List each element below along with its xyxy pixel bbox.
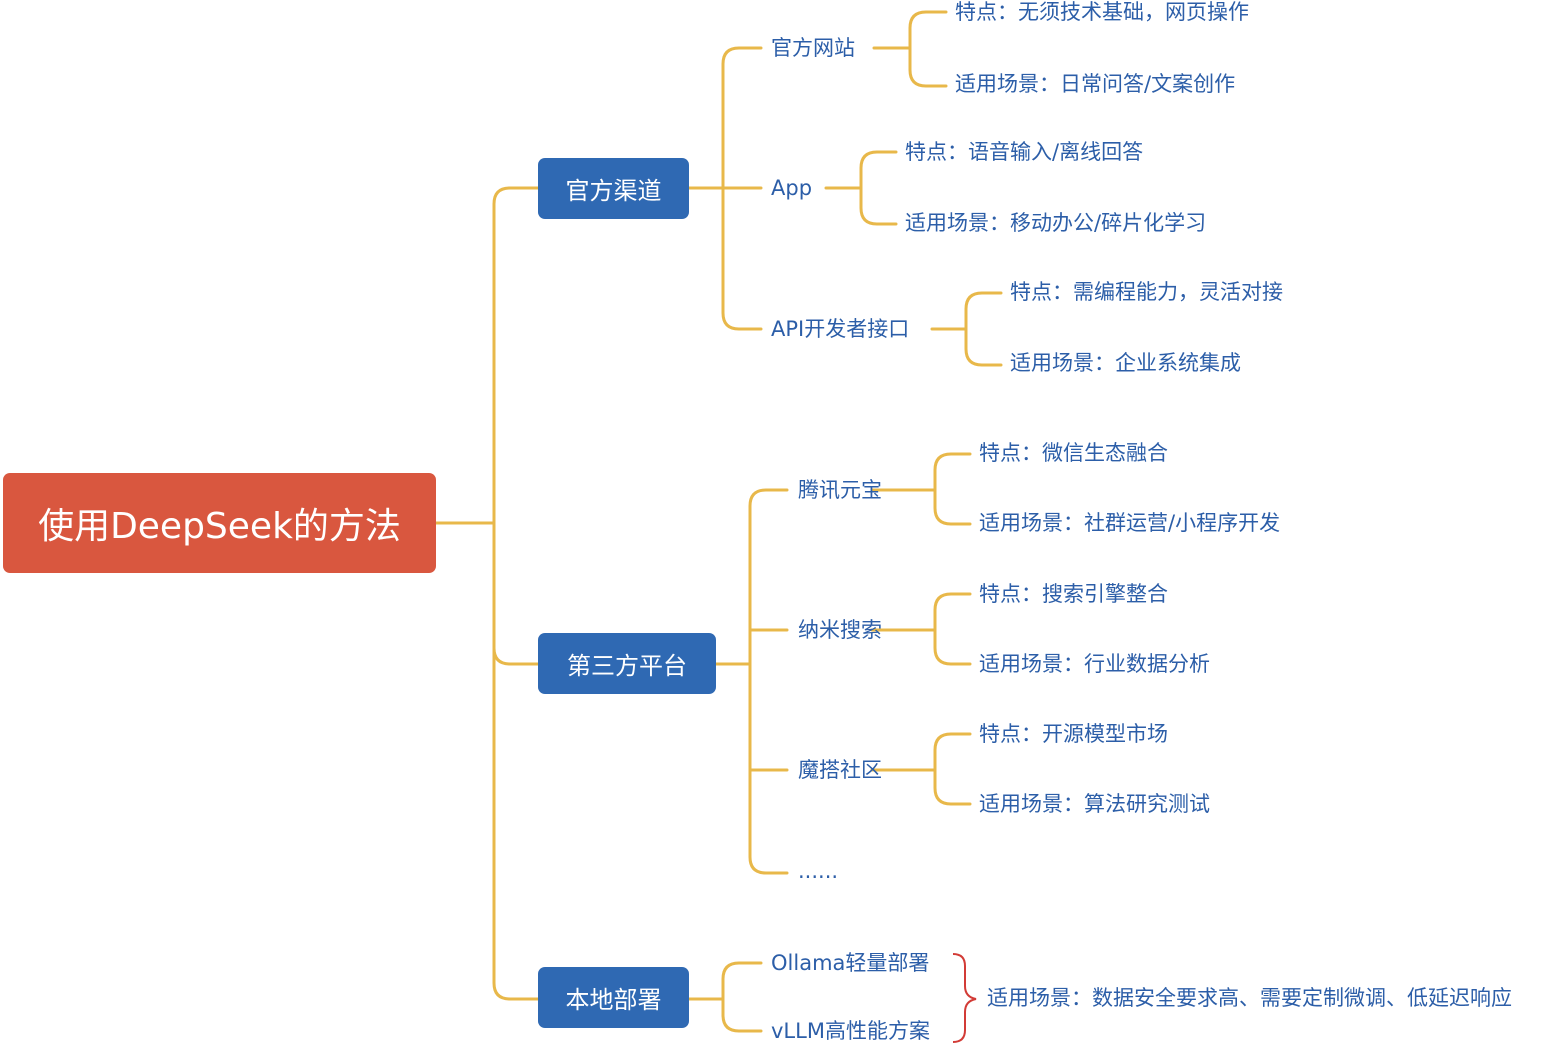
connector-tencent [870, 452, 972, 526]
detail-app-scenario: 适用场景：移动办公/碎片化学习 [905, 211, 1207, 235]
connector-website [872, 10, 948, 88]
detail-api-scenario: 适用场景：企业系统集成 [1010, 351, 1241, 375]
detail-api-feature: 特点：需编程能力，灵活对接 [1010, 280, 1283, 304]
local-summary: 适用场景：数据安全要求高、需要定制微调、低延迟响应 [987, 986, 1512, 1010]
detail-website-feature: 特点：无须技术基础，网页操作 [955, 0, 1249, 24]
detail-tencent-scenario: 适用场景：社群运营/小程序开发 [979, 511, 1281, 535]
detail-nano-scenario: 适用场景：行业数据分析 [979, 652, 1210, 676]
connector-official [687, 46, 763, 331]
detail-nano-feature: 特点：搜索引擎整合 [979, 582, 1168, 606]
category-local: 本地部署 [538, 967, 689, 1028]
root-node: 使用DeepSeek的方法 [3, 473, 436, 573]
connector-app [824, 150, 898, 226]
category-official: 官方渠道 [538, 158, 689, 219]
connector-local [687, 961, 763, 1033]
node-app: App [771, 176, 813, 200]
detail-website-scenario: 适用场景：日常问答/文案创作 [955, 72, 1236, 96]
connector-root-trunk [434, 186, 540, 1001]
node-tencent-yuanbao: 腾讯元宝 [798, 478, 882, 502]
detail-modelscope-feature: 特点：开源模型市场 [979, 722, 1168, 746]
category-thirdparty: 第三方平台 [538, 633, 716, 694]
node-api: API开发者接口 [771, 317, 910, 341]
connector-nano [870, 592, 972, 666]
node-more-ellipsis: ...... [798, 859, 839, 883]
node-official-website: 官方网站 [771, 36, 855, 60]
connector-thirdparty [714, 488, 789, 875]
node-nano-search: 纳米搜索 [798, 618, 882, 642]
detail-modelscope-scenario: 适用场景：算法研究测试 [979, 792, 1210, 816]
connector-modelscope [870, 732, 972, 806]
curly-brace [952, 953, 977, 1043]
detail-tencent-feature: 特点：微信生态融合 [979, 441, 1168, 465]
node-ollama: Ollama轻量部署 [771, 951, 930, 975]
node-modelscope: 魔搭社区 [798, 758, 882, 782]
detail-app-feature: 特点：语音输入/离线回答 [905, 140, 1144, 164]
node-vllm: vLLM高性能方案 [771, 1019, 930, 1043]
connector-api [930, 291, 1003, 367]
